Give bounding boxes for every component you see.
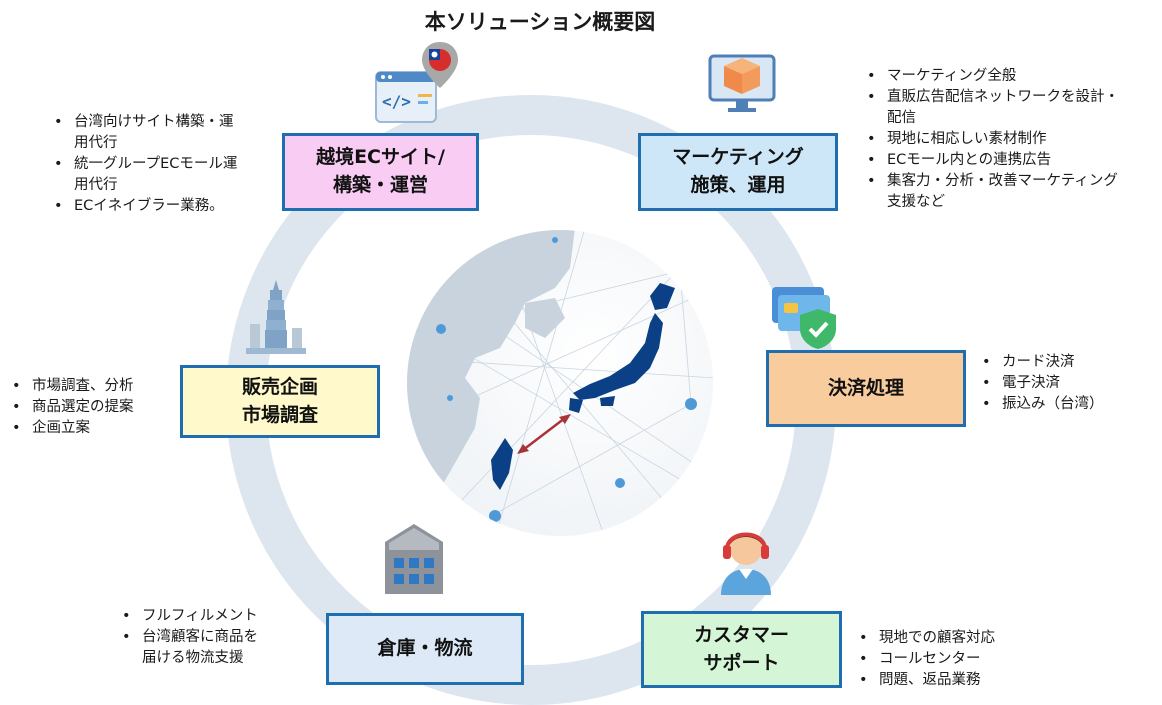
payment-box: 決済処理	[766, 350, 966, 427]
list-item: 企画立案	[10, 418, 180, 439]
sales-planning-box: 販売企画市場調査	[180, 365, 380, 438]
list-item: 現地での顧客対応	[857, 628, 1057, 649]
list-item: マーケティング全般	[865, 66, 1160, 87]
list-item: 市場調査、分析	[10, 376, 180, 397]
list-item: 商品選定の提案	[10, 397, 180, 418]
credit-card-shield-icon	[772, 287, 836, 349]
list-item-text: 集客力・分析・改善マーケティング	[887, 173, 1118, 189]
list-item: 現地に相応しい素材制作	[865, 129, 1160, 150]
sales-box-line2: 市場調査	[241, 403, 318, 426]
web-code-map-pin-icon: </>	[375, 42, 458, 123]
customer-support-box: カスタマーサポート	[641, 611, 842, 688]
list-item: 直販広告配信ネットワークを設計・配信	[865, 87, 1160, 129]
computer-box-icon	[708, 54, 776, 112]
list-item-text: 電子決済	[1002, 375, 1060, 391]
list-item: 問題、返品業務	[857, 670, 1057, 691]
list-item-text: 届ける物流支援	[142, 650, 244, 666]
list-item-text: カード決済	[1002, 354, 1075, 370]
sales-bullet-list: 市場調査、分析 商品選定の提案 企画立案	[10, 376, 180, 439]
cross-border-ec-box: 越境ECサイト/構築・運営	[282, 133, 479, 211]
marketing-bullet-list: マーケティング全般 直販広告配信ネットワークを設計・配信 現地に相応しい素材制作…	[865, 66, 1160, 213]
list-item-text: コールセンター	[879, 651, 981, 667]
marketing-box-line2: 施策、運用	[690, 174, 786, 196]
marketing-box: マーケティング施策、運用	[638, 133, 838, 211]
sales-box-line1: 販売企画	[241, 375, 318, 398]
payment-box-line1: 決済処理	[827, 376, 904, 399]
taipei-tower-icon	[246, 280, 306, 354]
list-item-text: 台湾向けサイト構築・運	[74, 114, 234, 130]
warehouse-building-icon	[385, 524, 443, 594]
list-item-text: 商品選定の提案	[32, 399, 134, 415]
list-item-text: 用代行	[74, 177, 118, 193]
ec-box-line2: 構築・運営	[332, 174, 428, 196]
diagram-title: 本ソリューション概要図	[424, 10, 656, 34]
list-item-text: マーケティング全般	[887, 68, 1017, 84]
list-item-text: 統一グループECモール運	[74, 156, 238, 172]
list-item-text: フルフィルメント	[142, 608, 258, 624]
list-item: ECイネイブラー業務。	[52, 196, 282, 217]
list-item-text: 配信	[887, 110, 916, 126]
list-item-text: ECイネイブラー業務。	[74, 198, 224, 214]
marketing-box-line1: マーケティング	[672, 146, 804, 169]
warehouse-box-line1: 倉庫・物流	[377, 637, 473, 660]
payment-bullet-list: カード決済 電子決済 振込み（台湾）	[980, 352, 1160, 415]
list-item-text: 台湾顧客に商品を	[142, 629, 258, 645]
list-item-text: 現地での顧客対応	[879, 630, 995, 646]
list-item-text: 市場調査、分析	[32, 378, 134, 394]
list-item: フルフィルメント	[120, 606, 320, 627]
list-item-text: 用代行	[74, 135, 118, 151]
headset-operator-icon	[721, 532, 771, 595]
list-item-text: 振込み（台湾）	[1002, 396, 1104, 412]
list-item: ECモール内との連携広告	[865, 150, 1160, 171]
list-item-text: 問題、返品業務	[879, 672, 981, 688]
support-bullet-list: 現地での顧客対応 コールセンター 問題、返品業務	[857, 628, 1057, 691]
list-item-text: 現地に相応しい素材制作	[887, 131, 1047, 147]
list-item: カード決済	[980, 352, 1160, 373]
globe-map-icon	[407, 230, 713, 536]
list-item-text: ECモール内との連携広告	[887, 152, 1052, 168]
svg-text:</>: </>	[382, 92, 411, 111]
list-item: コールセンター	[857, 649, 1057, 670]
list-item-text: 支援など	[887, 194, 945, 210]
support-box-line2: サポート	[703, 651, 780, 674]
list-item-text: 直販広告配信ネットワークを設計・	[887, 89, 1119, 105]
list-item: 振込み（台湾）	[980, 394, 1160, 415]
ec-box-line1: 越境ECサイト/	[316, 146, 445, 169]
warehouse-logistics-box: 倉庫・物流	[326, 613, 524, 685]
list-item: 電子決済	[980, 373, 1160, 394]
support-box-line1: カスタマー	[693, 623, 789, 646]
list-item-text: 企画立案	[32, 420, 90, 436]
